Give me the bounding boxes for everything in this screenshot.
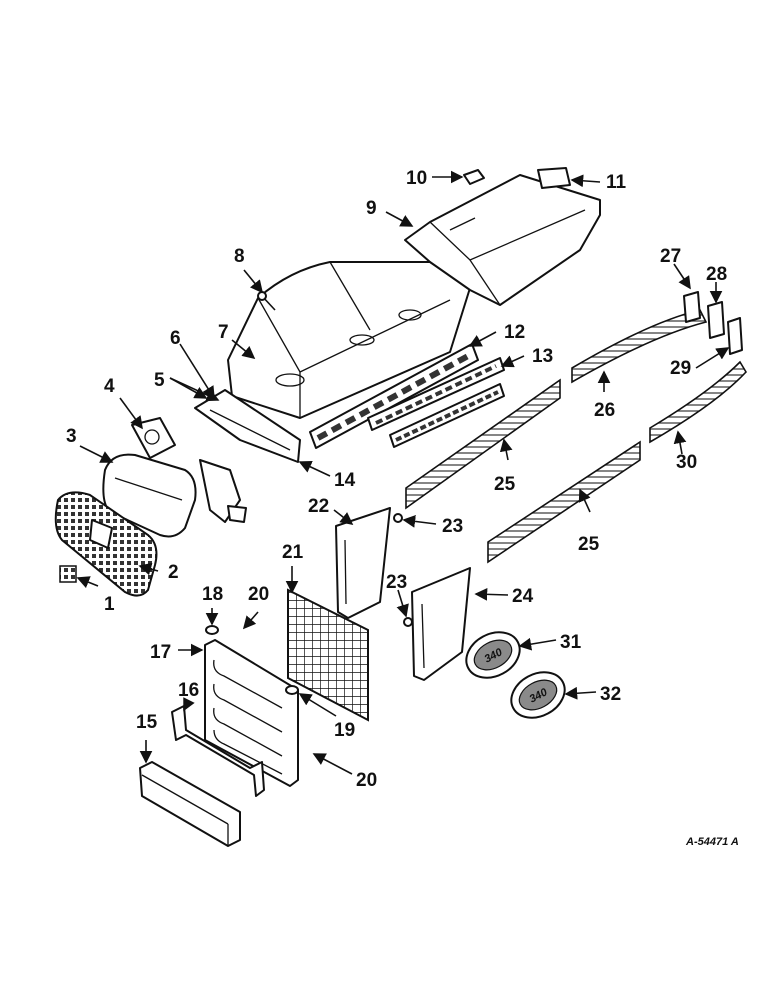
callout-26: 26	[594, 400, 615, 421]
side-screen-lower	[487, 440, 641, 564]
front-bumper	[139, 761, 241, 847]
callout-8: 8	[234, 246, 245, 267]
callout-12: 12	[504, 322, 525, 343]
callout-10: 10	[406, 168, 427, 189]
callout-23-upper: 23	[442, 516, 463, 537]
grille-screen	[287, 588, 369, 722]
callout-24: 24	[512, 586, 534, 607]
callout-3: 3	[66, 426, 77, 447]
callout-5: 5	[154, 370, 165, 391]
callout-32: 32	[600, 684, 621, 705]
panel-clip	[393, 513, 413, 627]
callout-28: 28	[706, 264, 727, 285]
hood-decal-lower	[367, 357, 505, 431]
side-panel-right	[411, 567, 471, 681]
leader-lines	[76, 170, 730, 775]
hood-clip	[463, 169, 485, 185]
lamp-bracket	[131, 417, 247, 523]
bumper-bracket	[171, 705, 265, 797]
rear-bracket-left	[683, 291, 701, 323]
drawing-reference: A-54471 A	[685, 836, 739, 848]
callout-19: 19	[334, 720, 355, 741]
callout-2: 2	[168, 562, 179, 583]
callout-14: 14	[334, 470, 356, 491]
callout-4: 4	[104, 376, 115, 397]
callout-6: 6	[170, 328, 181, 349]
rear-side-screen-lower	[649, 360, 747, 444]
model-emblem-upper: 340	[465, 631, 521, 679]
callout-27: 27	[660, 246, 681, 267]
grommet	[205, 625, 299, 695]
callout-7: 7	[218, 322, 229, 343]
callout-15: 15	[136, 712, 158, 733]
callout-22: 22	[308, 496, 329, 517]
front-emblem	[59, 565, 77, 583]
callout-17: 17	[150, 642, 171, 663]
callout-20-upper: 20	[248, 584, 269, 605]
model-emblem-lower: 340	[510, 671, 566, 719]
callout-13: 13	[532, 346, 553, 367]
callout-25-upper: 25	[494, 474, 516, 495]
callout-18: 18	[202, 584, 223, 605]
rear-side-screen-upper	[571, 309, 708, 384]
side-screen-upper	[405, 378, 561, 510]
callout-30: 30	[676, 452, 697, 473]
callout-29: 29	[670, 358, 691, 379]
callout-21: 21	[282, 542, 304, 563]
callout-23-lower: 23	[386, 572, 407, 593]
hood-emblem-strip	[389, 383, 505, 448]
callout-labels: 1 2 3 4 5 6 7 8 9 10 11 12 13 14 15 16 1…	[66, 168, 727, 791]
callout-25-lower: 25	[578, 534, 600, 555]
front-grille	[54, 491, 158, 597]
callout-31: 31	[560, 632, 582, 653]
side-panel-left	[335, 507, 391, 619]
callout-16: 16	[178, 680, 199, 701]
callout-20-lower: 20	[356, 770, 377, 791]
callout-1: 1	[104, 594, 115, 615]
callout-9: 9	[366, 198, 377, 219]
hood-decal-upper	[309, 343, 479, 449]
hood-assembly	[227, 167, 601, 419]
front-support	[194, 389, 301, 463]
callout-11: 11	[606, 172, 627, 193]
rear-bracket-right	[707, 301, 743, 355]
grille-frame	[204, 639, 299, 787]
